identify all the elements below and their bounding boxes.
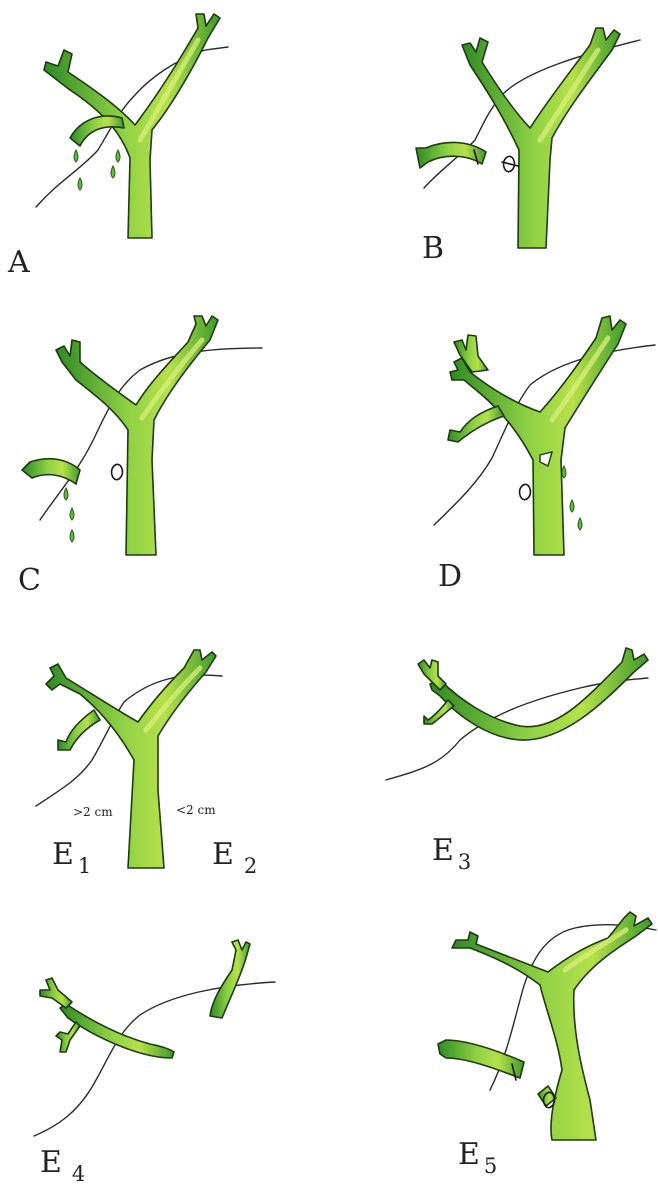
panel-label-a: A <box>8 245 30 280</box>
left-hepatic-branch <box>55 1021 81 1053</box>
panel-label-d: D <box>438 559 463 594</box>
bile-drop <box>69 506 75 521</box>
bile-duct <box>55 315 219 556</box>
panel-label-e2-subscript: 2 <box>243 854 258 878</box>
panel-label-c: C <box>18 563 41 598</box>
bile-duct <box>45 649 217 869</box>
panel-label-e1-subscript: 1 <box>77 854 92 878</box>
bile-drop <box>569 498 575 513</box>
bile-drop <box>73 148 79 163</box>
hepatic-artery <box>33 981 276 1137</box>
cut-hepatic-duct <box>69 115 125 147</box>
bile-drop <box>561 464 567 479</box>
bile-drop <box>110 164 116 179</box>
right-measure-note: <2 cm <box>176 803 216 817</box>
duct-lateral-injury <box>539 451 554 468</box>
bile-drop <box>69 528 75 543</box>
panel-label-e3-subscript: 3 <box>457 850 472 874</box>
panel-a-illustration <box>35 13 229 239</box>
panel-b-illustration <box>415 27 641 249</box>
panel-label-b: B <box>422 231 445 266</box>
ligature <box>473 149 479 165</box>
left-hepatic-branch <box>423 699 455 725</box>
left-hepatic-branch <box>57 709 101 751</box>
bile-duct <box>429 647 649 741</box>
hepatic-artery <box>489 923 657 1091</box>
left-measure-note: >2 cm <box>73 805 113 819</box>
panel-e3-illustration <box>385 647 649 781</box>
hepatic-branch-fork <box>39 977 73 1009</box>
bile-duct <box>59 1003 175 1059</box>
ligature <box>110 463 124 481</box>
bile-drop <box>577 516 583 531</box>
ligated-duct-stump <box>415 141 487 169</box>
panel-label-e5-subscript: 5 <box>483 1154 498 1178</box>
side-branch <box>447 405 505 443</box>
panel-label-e4-subscript: 4 <box>71 1162 86 1186</box>
panel-d-illustration <box>433 315 656 556</box>
bile-duct <box>43 13 221 239</box>
proximal-duct-segment <box>209 939 251 1019</box>
ligature <box>501 155 519 173</box>
cut-hepatic-duct <box>21 457 81 485</box>
hepatic-branch-fork <box>417 659 447 691</box>
ligature <box>518 483 532 501</box>
panel-c-illustration <box>21 315 263 556</box>
bile-drop <box>63 486 69 501</box>
bile-drop <box>115 148 121 163</box>
cut-hepatic-duct <box>437 1039 525 1079</box>
right-hepatic-branch <box>453 334 489 373</box>
panel-e4-illustration <box>33 939 276 1137</box>
panel-e5-illustration <box>437 911 657 1141</box>
bile-drop <box>77 176 83 191</box>
panel-e1-e2-illustration <box>35 649 223 869</box>
bile-duct <box>451 911 653 1141</box>
ligature <box>511 1063 556 1109</box>
